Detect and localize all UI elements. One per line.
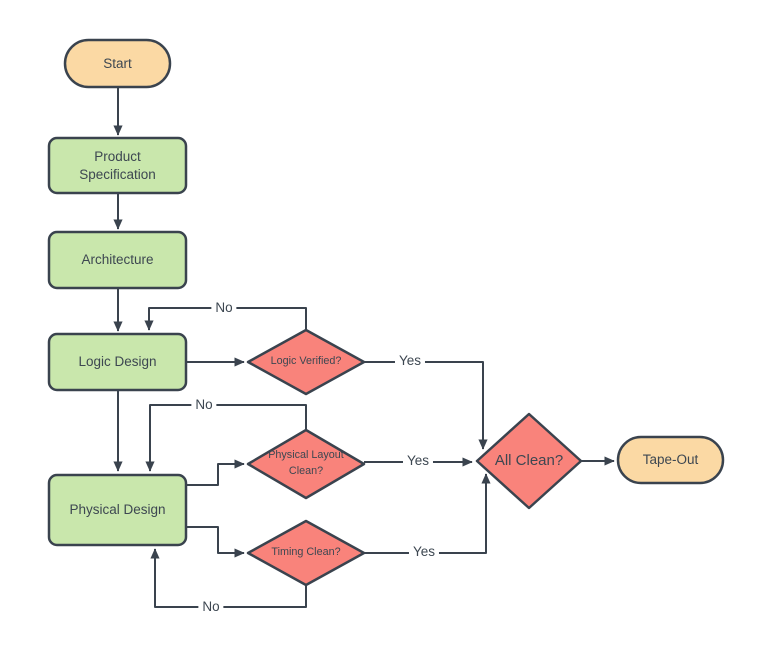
shape-layer [47,38,725,587]
edge-label-verified-no-loop: No [211,300,237,316]
node-all-clean [475,412,583,510]
node-label-physical-layout-clean: Physical Layout Clean? [268,449,344,477]
edge-label-layout-yes: Yes [402,453,434,469]
edge-layout-no-loop [145,404,307,472]
node-label-product-specification: Product Specification [79,148,156,182]
edge-label-verified-yes: Yes [394,353,426,369]
node-label-start: Start [103,55,132,71]
edge-timing-yes [364,473,491,554]
node-label-timing-clean: Timing Clean? [271,546,341,559]
edge-label-timing-no-loop: No [198,599,224,615]
node-label-physical-design: Physical Design [69,502,166,518]
edge-label-layout-no-loop: No [191,397,217,413]
edge-label-timing-yes: Yes [408,544,440,560]
edge-timing-no-loop [150,548,307,608]
edge-physical-to-layout [186,459,245,486]
node-tape-out [616,435,725,485]
edge-physical-to-timing [186,526,245,558]
node-label-tape-out: Tape-Out [642,452,699,468]
node-label-logic-design: Logic Design [78,354,157,370]
node-label-all-clean: All Clean? [494,452,564,470]
node-logic-verified [246,328,366,396]
edge-layer [113,87,615,608]
node-physical-layout-clean [246,428,366,500]
node-physical-design [47,473,188,547]
node-label-architecture: Architecture [81,252,154,268]
node-label-logic-verified: Logic Verified? [270,355,342,368]
